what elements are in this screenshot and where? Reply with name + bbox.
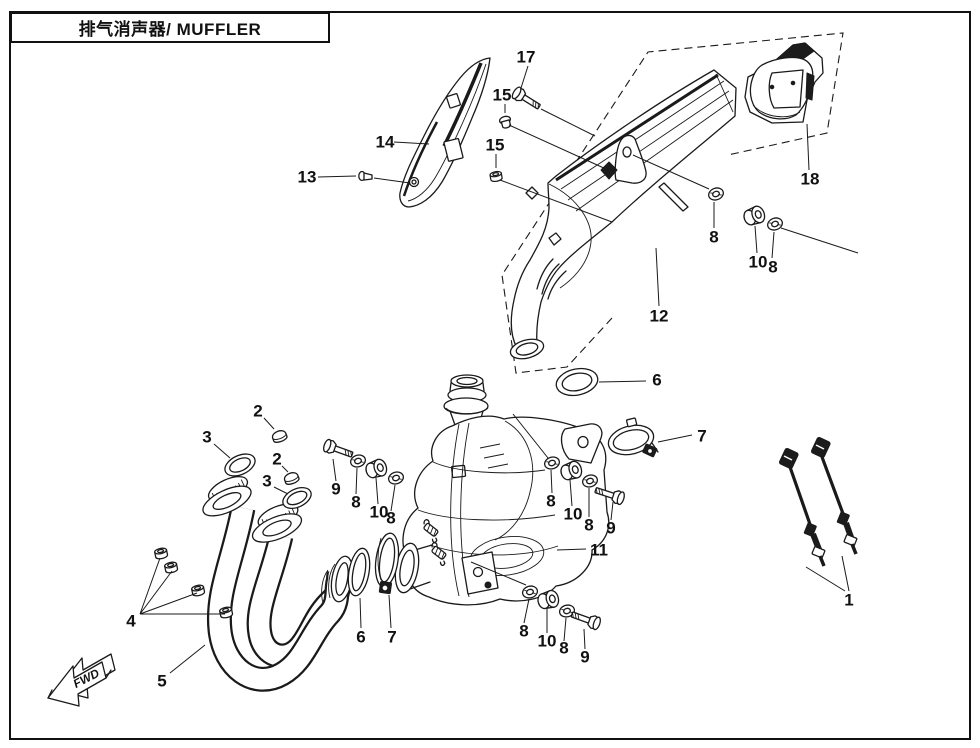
- end-cap-illustration: [744, 42, 824, 124]
- hardware-washers-bushings-bolts: [321, 85, 785, 632]
- shield-screw: [358, 170, 373, 182]
- clamp-lower: [374, 532, 400, 595]
- cap-nuts: [270, 428, 301, 487]
- page-title: 排气消声器/ MUFFLER: [78, 20, 262, 39]
- page-border: [9, 11, 971, 740]
- leader-lines: [139, 65, 859, 674]
- heat-shield-illustration: [399, 57, 491, 208]
- oxygen-sensor-illustration: [779, 436, 858, 567]
- clamp-upper: [607, 417, 659, 458]
- gasket-ring-lower: [347, 547, 371, 597]
- header-pipe-illustration: [202, 475, 354, 692]
- exhaust-gasket-rings: [224, 453, 312, 509]
- mid-chamber-illustration: [394, 374, 610, 606]
- gasket-ring-upper: [555, 367, 599, 397]
- muffler-illustration: [509, 69, 737, 360]
- fwd-direction-arrow: FWD: [47, 653, 116, 707]
- title-box: 排气消声器/ MUFFLER: [10, 12, 330, 43]
